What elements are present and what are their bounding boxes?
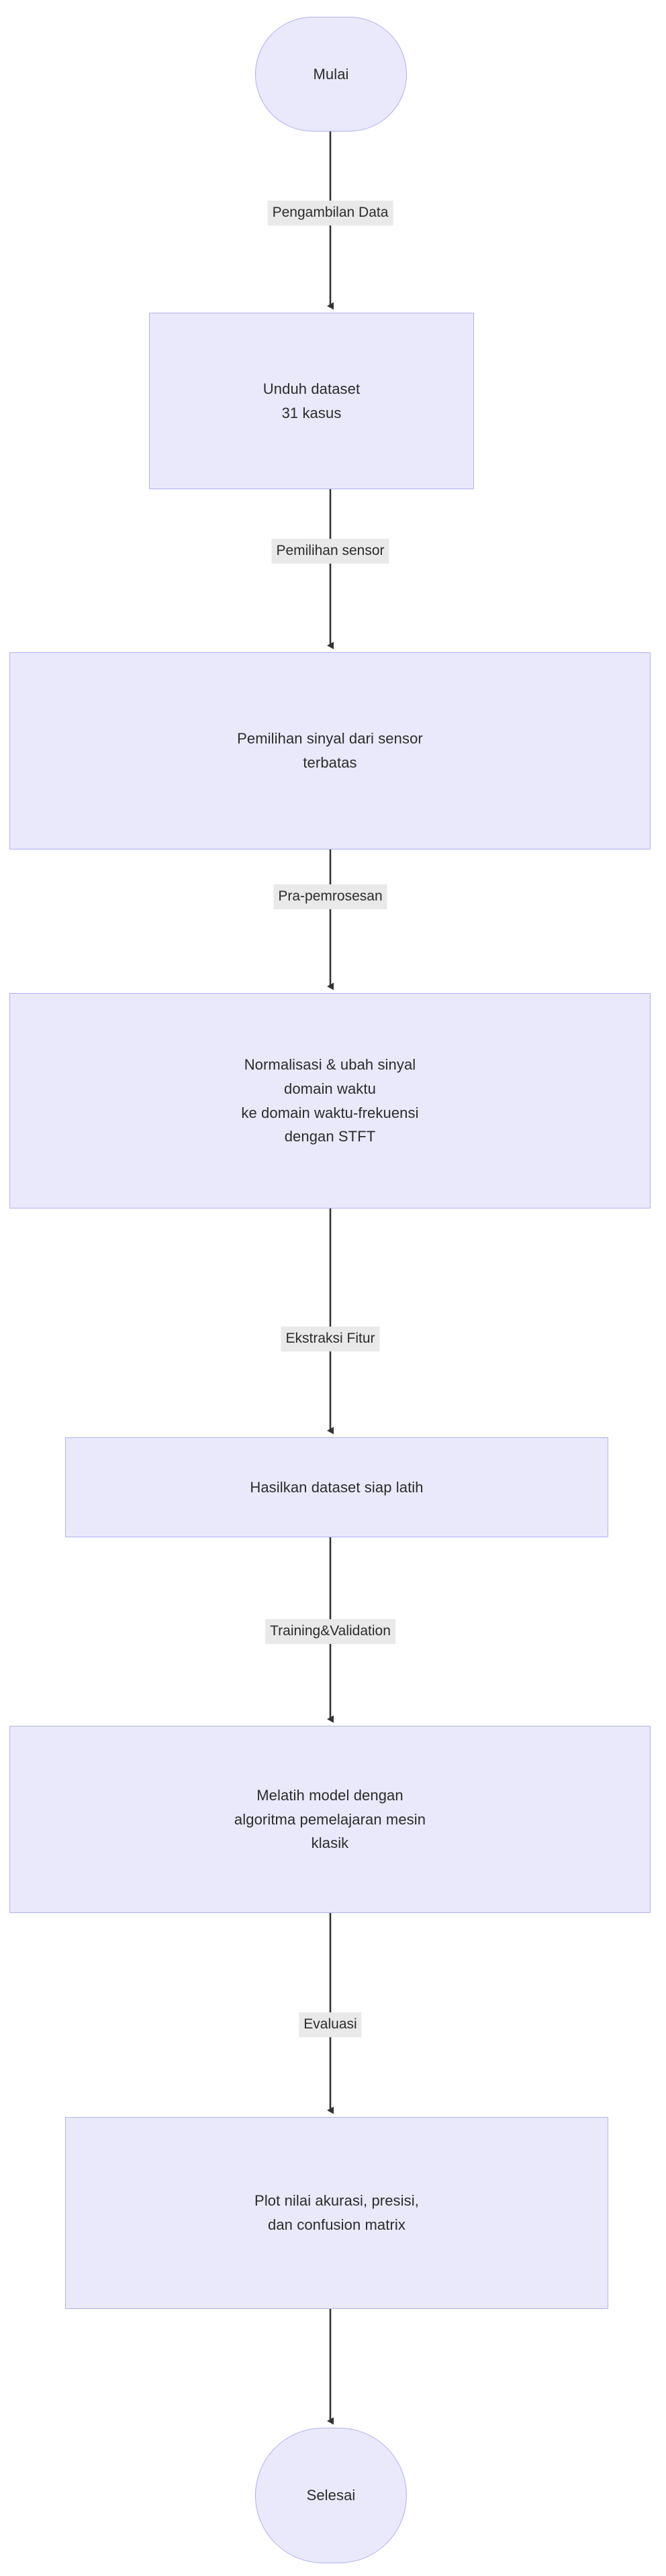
node-end-label: Selesai: [306, 2487, 356, 2504]
node-pemilihan-sinyal[interactable]: Pemilihan sinyal dari sensor terbatas: [9, 652, 651, 849]
node-unduh-dataset-label: Unduh dataset 31 kasus: [263, 380, 361, 421]
node-unduh-dataset[interactable]: Unduh dataset 31 kasus: [149, 313, 474, 489]
node-melatih-model-label: Melatih model dengan algoritma pemelajar…: [234, 1787, 426, 1852]
edge-label-ekstraksi-fitur: Ekstraksi Fitur: [281, 1327, 380, 1352]
edge-label-evaluasi: Evaluasi: [299, 2012, 362, 2038]
node-start[interactable]: Mulai: [255, 17, 407, 132]
node-plot-hasil[interactable]: Plot nilai akurasi, presisi, dan confusi…: [65, 2117, 608, 2309]
node-normalisasi-stft[interactable]: Normalisasi & ubah sinyal domain waktu k…: [9, 993, 651, 1208]
edge-label-pra-pemrosesan: Pra-pemrosesan: [273, 884, 387, 910]
node-plot-hasil-label: Plot nilai akurasi, presisi, dan confusi…: [254, 2192, 419, 2233]
edge-label-pemilihan-sensor: Pemilihan sensor: [271, 539, 389, 564]
node-end[interactable]: Selesai: [255, 2428, 407, 2563]
node-pemilihan-sinyal-label: Pemilihan sinyal dari sensor terbatas: [237, 730, 423, 771]
node-hasilkan-dataset[interactable]: Hasilkan dataset siap latih: [65, 1437, 608, 1537]
node-start-label: Mulai: [313, 65, 349, 83]
edge-label-training-validation: Training&Validation: [265, 1619, 395, 1645]
node-melatih-model[interactable]: Melatih model dengan algoritma pemelajar…: [9, 1726, 651, 1913]
node-hasilkan-dataset-label: Hasilkan dataset siap latih: [250, 1478, 424, 1496]
node-normalisasi-stft-label: Normalisasi & ubah sinyal domain waktu k…: [241, 1056, 419, 1145]
edge-label-pengambilan-data: Pengambilan Data: [267, 201, 393, 226]
